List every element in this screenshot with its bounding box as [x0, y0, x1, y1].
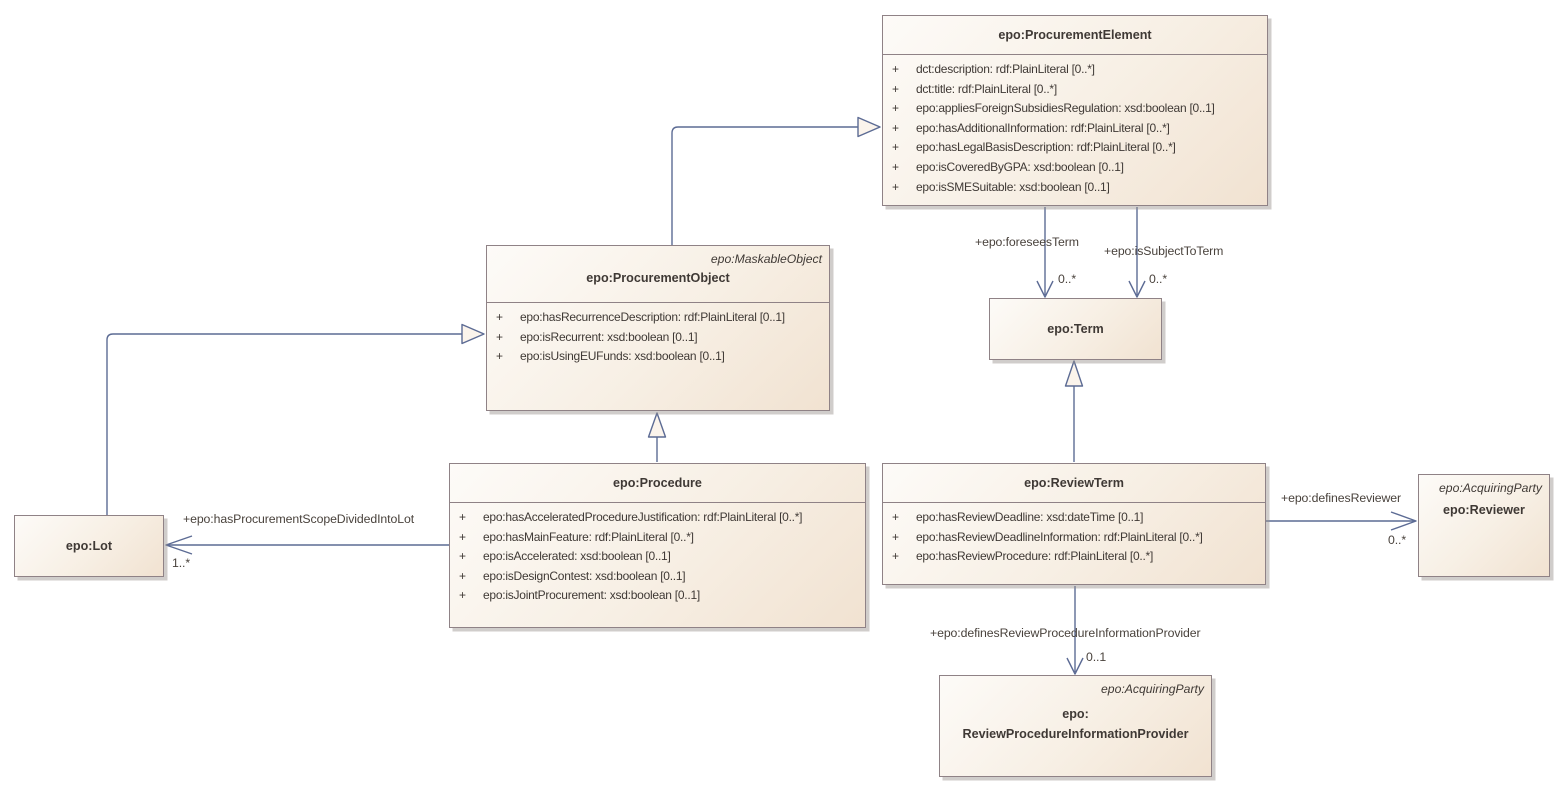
association-arrow-defines-review-procedure-information-provider — [1066, 586, 1084, 675]
class-stereotype: epo:AcquiringParty — [1439, 481, 1542, 495]
attribute-row: +epo:isDesignContest: xsd:boolean [0..1] — [459, 568, 686, 583]
attribute-row: +epo:hasMainFeature: rdf:PlainLiteral [0… — [459, 529, 694, 544]
association-arrow-procedure-to-lot — [165, 535, 449, 555]
attribute-row: +dct:title: rdf:PlainLiteral [0..*] — [892, 81, 1057, 96]
class-stereotype: epo:MaskableObject — [710, 252, 822, 266]
class-title-line-2: ReviewProcedureInformationProvider — [962, 727, 1189, 741]
multiplicity-has-procurement-scope-divided-into-lot: 1..* — [172, 556, 191, 570]
attribute-compartment: +dct:description: rdf:PlainLiteral [0..*… — [883, 55, 1267, 197]
attribute-row: +epo:hasRecurrenceDescription: rdf:Plain… — [496, 310, 785, 324]
attribute-row: +epo:hasLegalBasisDescription: rdf:Plain… — [892, 140, 1176, 155]
class-title: epo:Procedure — [450, 464, 865, 503]
association-arrow-is-subject-to-term — [1128, 207, 1146, 298]
attribute-row: +epo:appliesForeignSubsidiesRegulation: … — [892, 101, 1215, 116]
class-box-procurement-object[interactable]: epo:MaskableObject epo:ProcurementObject… — [486, 245, 830, 411]
association-label-is-subject-to-term: +epo:isSubjectToTerm — [1104, 244, 1224, 258]
multiplicity-foresees-term: 0..* — [1058, 272, 1077, 286]
multiplicity-defines-reviewer: 0..* — [1388, 533, 1407, 547]
class-box-lot[interactable]: epo:Lot — [14, 515, 164, 577]
attribute-row: +epo:isAccelerated: xsd:boolean [0..1] — [459, 549, 671, 564]
attribute-row: +epo:hasReviewDeadline: xsd:dateTime [0.… — [892, 510, 1144, 524]
association-label-foresees-term: +epo:foreseesTerm — [975, 235, 1079, 249]
generalization-arrow-procedure-to-procurementobject — [647, 412, 667, 462]
multiplicity-is-subject-to-term: 0..* — [1149, 272, 1168, 286]
association-label-defines-reviewer: +epo:definesReviewer — [1281, 491, 1402, 505]
class-box-review-procedure-information-provider[interactable]: epo:AcquiringParty epo: ReviewProcedureI… — [939, 675, 1212, 777]
attribute-row: +epo:isSMESuitable: xsd:boolean [0..1] — [892, 179, 1110, 194]
class-box-procedure[interactable]: epo:Procedure +epo:hasAcceleratedProcedu… — [449, 463, 866, 628]
attribute-row: +epo:hasAdditionalInformation: rdf:Plain… — [892, 120, 1170, 135]
class-title: epo:ReviewTerm — [883, 464, 1265, 503]
attribute-compartment: +epo:hasAcceleratedProcedureJustificatio… — [450, 503, 865, 606]
class-box-review-term[interactable]: epo:ReviewTerm +epo:hasReviewDeadline: x… — [882, 463, 1266, 585]
class-title: epo:Term — [1047, 322, 1104, 336]
attribute-compartment: +epo:hasReviewDeadline: xsd:dateTime [0.… — [883, 503, 1265, 567]
class-box-term[interactable]: epo:Term — [989, 298, 1162, 360]
generalization-arrow-lot-to-procurementobject — [106, 323, 485, 515]
association-label-defines-review-procedure-information-provider: +epo:definesReviewProcedureInformationPr… — [930, 626, 1201, 640]
multiplicity-defines-review-procedure-information-provider: 0..1 — [1086, 650, 1107, 664]
association-arrow-defines-reviewer — [1266, 511, 1417, 531]
class-stereotype: epo:AcquiringParty — [1101, 682, 1204, 696]
class-title-line-1: epo: — [1062, 707, 1089, 721]
attribute-row: +epo:isUsingEUFunds: xsd:boolean [0..1] — [496, 349, 725, 364]
association-label-has-procurement-scope-divided-into-lot: +epo:hasProcurementScopeDividedIntoLot — [183, 512, 415, 526]
association-arrow-foresees-term — [1036, 207, 1054, 298]
generalization-arrow-procurementobject-to-procurementelement — [671, 116, 881, 246]
attribute-compartment: +epo:hasRecurrenceDescription: rdf:Plain… — [487, 303, 829, 367]
attribute-row: +epo:hasReviewProcedure: rdf:PlainLitera… — [892, 549, 1154, 564]
class-title: epo:ProcurementElement — [883, 16, 1267, 55]
generalization-arrow-reviewterm-to-term — [1064, 360, 1084, 462]
class-title: epo:Reviewer — [1443, 503, 1525, 517]
attribute-row: +dct:description: rdf:PlainLiteral [0..*… — [892, 62, 1095, 76]
attribute-row: +epo:hasReviewDeadlineInformation: rdf:P… — [892, 529, 1203, 544]
attribute-row: +epo:isCoveredByGPA: xsd:boolean [0..1] — [892, 159, 1124, 174]
class-box-procurement-element[interactable]: epo:ProcurementElement +dct:description:… — [882, 15, 1268, 206]
class-title: epo:Lot — [65, 539, 113, 553]
attribute-row: +epo:isRecurrent: xsd:boolean [0..1] — [496, 329, 698, 344]
class-box-reviewer[interactable]: epo:AcquiringParty epo:Reviewer — [1418, 474, 1550, 577]
attribute-row: +epo:hasAcceleratedProcedureJustificatio… — [459, 510, 803, 524]
class-title: epo:ProcurementObject — [586, 271, 730, 285]
attribute-row: +epo:isJointProcurement: xsd:boolean [0.… — [459, 588, 700, 603]
